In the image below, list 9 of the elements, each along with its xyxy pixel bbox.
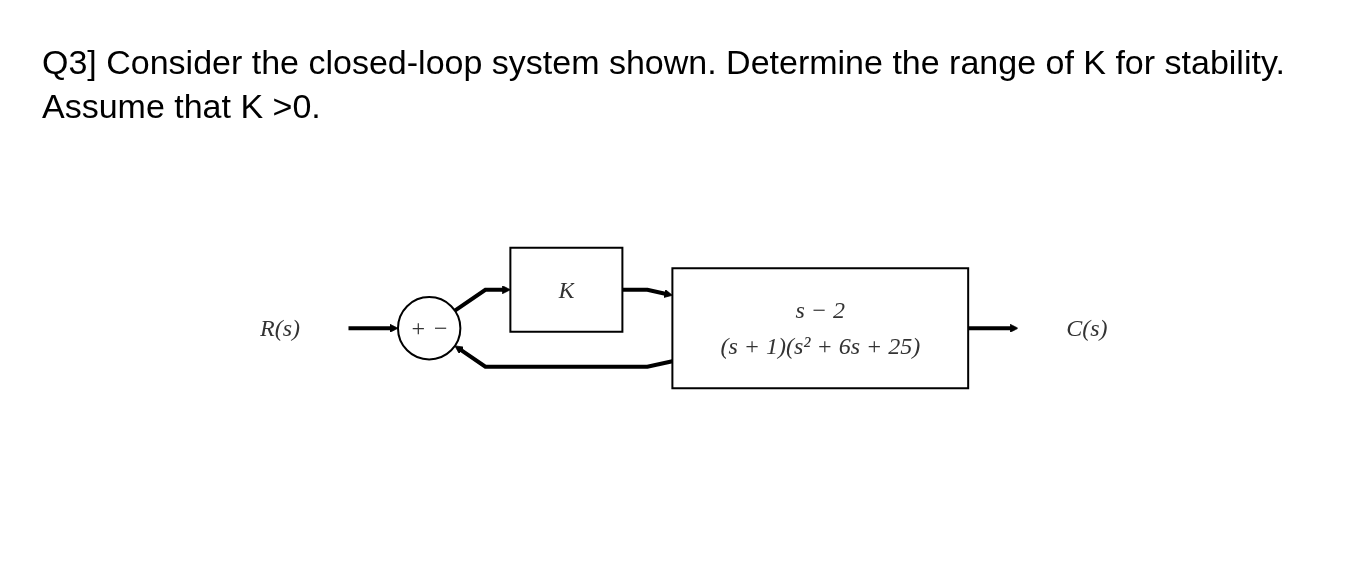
node-text: C(s) bbox=[1066, 315, 1108, 342]
arrow bbox=[622, 288, 673, 299]
arrow bbox=[454, 285, 511, 313]
question-text: Q3] Consider the closed-loop system shown. Determine the range of K for stability. Assume that K >0. bbox=[42, 42, 1286, 128]
node-text: R(s) bbox=[260, 315, 301, 342]
arrow bbox=[968, 324, 1019, 334]
node-circle: + − bbox=[397, 296, 462, 361]
arrow bbox=[348, 324, 399, 334]
node-box: s − 2 (s + 1)(s² + 6s + 25) bbox=[671, 267, 970, 390]
